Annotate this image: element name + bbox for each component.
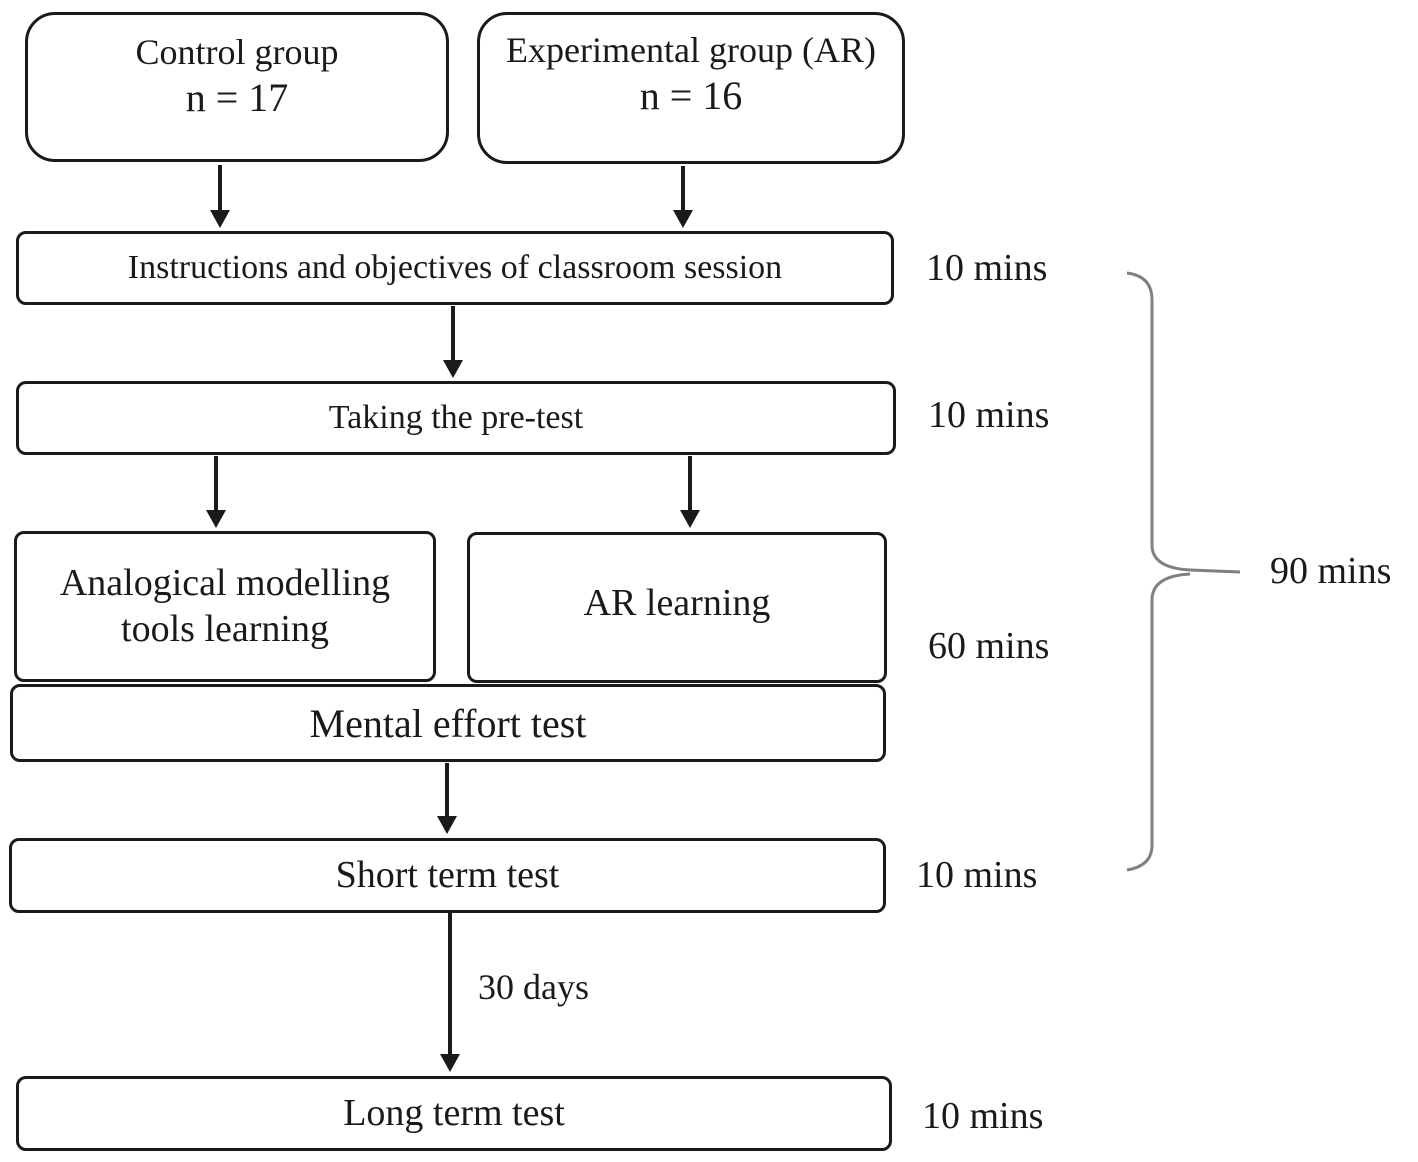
- arrow-pretest-to-ar-learning: [680, 456, 700, 528]
- mental-effort-step: Mental effort test: [10, 684, 886, 762]
- arrow-pretest-to-analogical: [206, 456, 226, 528]
- experimental-group-count: n = 16: [639, 73, 743, 119]
- experimental-group-box: Experimental group (AR) n = 16: [477, 12, 905, 164]
- short-term-duration: 10 mins: [916, 854, 1038, 896]
- pretest-step: Taking the pre-test: [16, 381, 896, 455]
- pretest-duration: 10 mins: [928, 394, 1050, 436]
- arrow-control-to-instructions: [210, 165, 230, 228]
- arrow-short-to-long-term: [440, 913, 460, 1072]
- interval-label: 30 days: [478, 967, 589, 1007]
- ar-learning-step: AR learning: [467, 532, 887, 683]
- long-term-step: Long term test: [16, 1076, 892, 1151]
- arrow-experimental-to-instructions: [673, 166, 693, 228]
- instructions-step-label: Instructions and objectives of classroom…: [127, 249, 783, 287]
- mental-effort-label: Mental effort test: [309, 700, 587, 746]
- arrow-instructions-to-pretest: [443, 306, 463, 378]
- long-term-label: Long term test: [343, 1091, 565, 1134]
- instructions-step: Instructions and objectives of classroom…: [16, 231, 894, 305]
- analogical-learning-step: Analogical modelling tools learning: [14, 531, 436, 682]
- short-term-step: Short term test: [9, 838, 886, 913]
- experimental-group-label: Experimental group (AR): [506, 30, 876, 70]
- total-duration: 90 mins: [1270, 550, 1392, 592]
- analogical-learning-label: Analogical modelling tools learning: [59, 561, 391, 650]
- long-term-duration: 10 mins: [922, 1095, 1044, 1137]
- total-duration-brace: [1126, 271, 1241, 872]
- control-group-label: Control group: [135, 32, 339, 72]
- learning-duration: 60 mins: [928, 625, 1050, 667]
- ar-learning-label: AR learning: [583, 582, 771, 624]
- pretest-step-label: Taking the pre-test: [328, 399, 584, 437]
- short-term-label: Short term test: [335, 853, 560, 896]
- control-group-box: Control group n = 17: [25, 12, 449, 162]
- control-group-count: n = 17: [185, 75, 289, 121]
- arrow-mental-to-short-term: [437, 763, 457, 834]
- instructions-duration: 10 mins: [926, 247, 1048, 289]
